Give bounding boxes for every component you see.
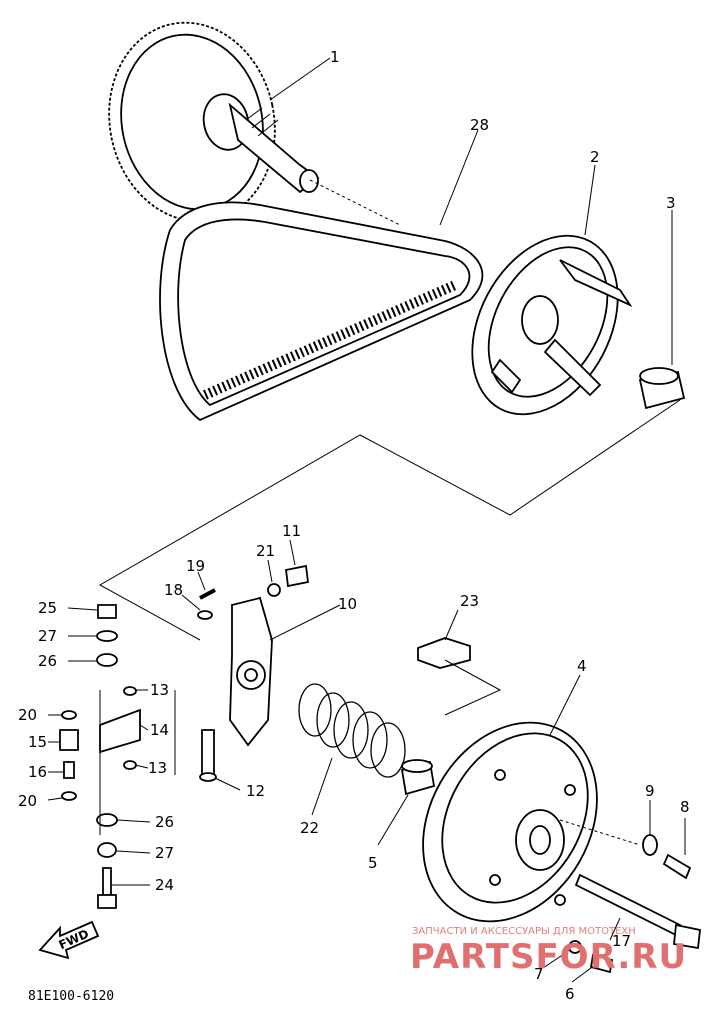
callout-18: 18 — [164, 581, 183, 599]
callout-labels: 1 2 3 4 5 6 7 8 9 10 11 12 13 13 14 15 1… — [18, 48, 690, 1003]
watermark-tagline: ЗАПЧАСТИ И АКСЕССУАРЫ ДЛЯ МОТОТЕХН — [412, 926, 636, 937]
secondary-fixed-sheave-part — [471, 234, 633, 416]
callout-16: 16 — [28, 763, 47, 781]
leader-lines — [47, 57, 686, 983]
callout-21: 21 — [256, 542, 275, 560]
watermark-brand: PARTSFOR.RU — [410, 937, 687, 977]
callout-15: 15 — [28, 733, 47, 751]
callout-12: 12 — [246, 782, 265, 800]
callout-27a: 27 — [38, 627, 57, 645]
primary-sheave-part — [108, 21, 320, 223]
callout-26b: 26 — [155, 813, 174, 831]
callout-4: 4 — [577, 657, 587, 675]
left-stack-parts — [59, 604, 141, 909]
callout-24: 24 — [155, 876, 174, 894]
callout-13b: 13 — [148, 759, 167, 777]
callout-22: 22 — [300, 819, 319, 837]
callout-3: 3 — [666, 194, 676, 212]
callout-20b: 20 — [18, 792, 37, 810]
callout-25: 25 — [38, 599, 57, 617]
assembly-guide-lines — [98, 179, 681, 846]
callout-26a: 26 — [38, 652, 57, 670]
figure-code: 81E100-6120 — [28, 989, 114, 1004]
callout-17: 17 — [612, 932, 631, 950]
callout-27b: 27 — [155, 844, 174, 862]
callout-9: 9 — [645, 782, 655, 800]
bolts-and-washers — [568, 834, 701, 974]
callout-19: 19 — [186, 557, 205, 575]
callout-6: 6 — [565, 985, 575, 1003]
bracket-part — [417, 637, 471, 669]
callout-14: 14 — [150, 721, 169, 739]
callout-2: 2 — [590, 148, 600, 166]
callout-23: 23 — [460, 592, 479, 610]
v-belt-part — [159, 201, 484, 422]
callout-1: 1 — [330, 48, 340, 66]
callout-13a: 13 — [150, 681, 169, 699]
compression-spring-part — [298, 683, 406, 778]
secondary-sliding-sheave-part — [422, 721, 598, 923]
callout-8: 8 — [680, 798, 690, 816]
torque-cam-part — [229, 596, 273, 747]
callout-10: 10 — [338, 595, 357, 613]
small-hardware-parts — [197, 564, 309, 620]
collar-part — [638, 367, 686, 410]
watermark: ЗАПЧАСТИ И АКСЕССУАРЫ ДЛЯ МОТОТЕХН PARTS… — [410, 926, 687, 977]
small-collar-part — [400, 759, 436, 796]
callout-28: 28 — [470, 116, 489, 134]
forward-direction-arrow: FWD — [38, 920, 100, 960]
callout-5: 5 — [368, 854, 378, 872]
callout-7: 7 — [534, 965, 544, 983]
callout-11: 11 — [282, 522, 301, 540]
callout-20a: 20 — [18, 706, 37, 724]
pin-part — [199, 729, 217, 782]
